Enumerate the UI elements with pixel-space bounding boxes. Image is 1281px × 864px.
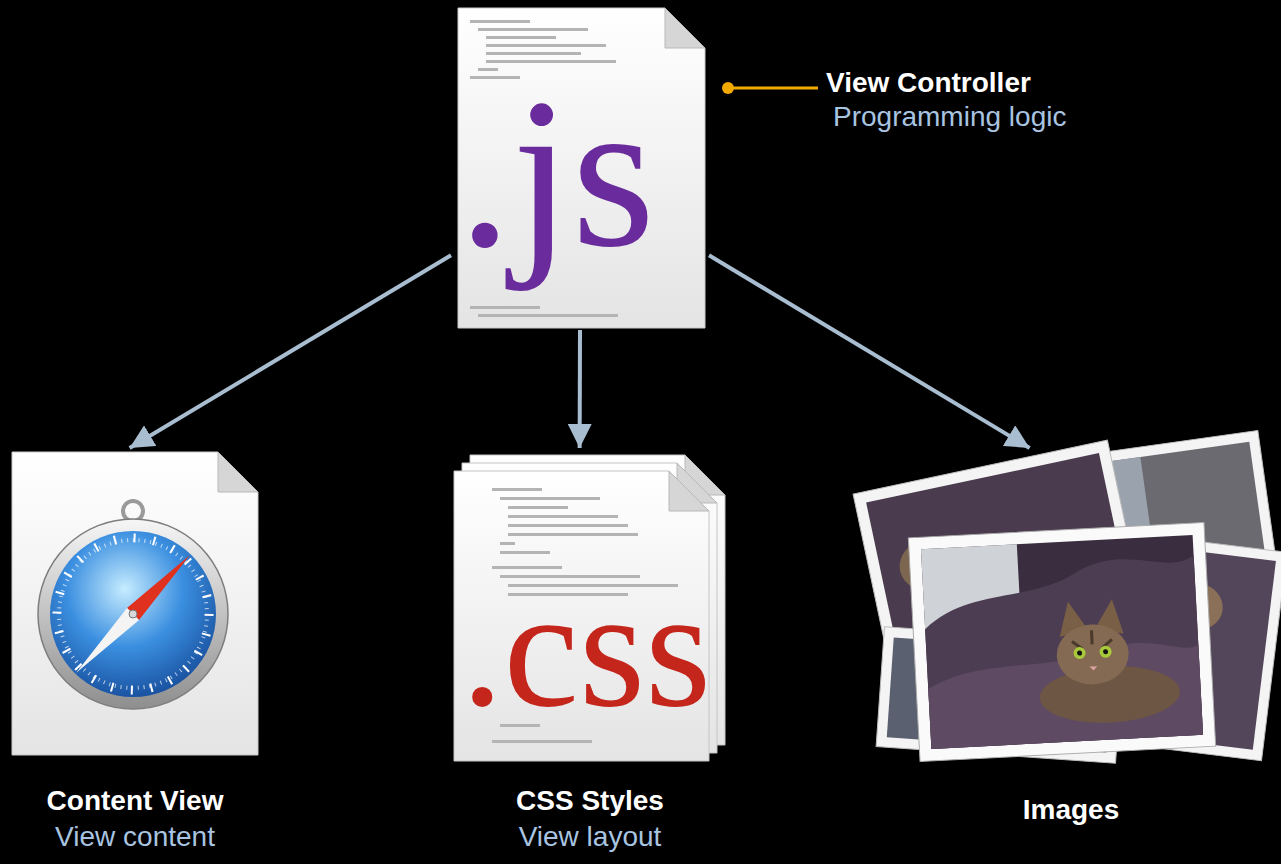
callout-title: View Controller [826,66,1066,100]
page [12,452,258,755]
arrow-connector [578,330,582,448]
photo-main [908,522,1215,761]
callout-subtitle: Programming logic [833,100,1066,134]
page-fold [218,452,258,492]
css-files: .cssCSS StylesView layout [446,448,734,858]
arrow-connector [130,255,451,448]
file-extension: .css [461,563,734,733]
callout: View ControllerProgramming logic [826,66,1066,134]
js-file: .js [451,5,709,330]
file-extension: .js [458,65,709,280]
photo-stack [853,430,1281,763]
caption-title: Images [864,793,1278,827]
caption-subtitle: View content [1,820,269,854]
content-document [12,452,258,755]
callout-leader [722,82,818,94]
caption-title: Content View [1,784,269,818]
page-fold [665,8,705,48]
caption-title: CSS Styles [446,784,734,818]
arrow-connector [709,255,1030,448]
caption-subtitle: View layout [446,820,734,854]
image-stack: Images [864,448,1278,833]
compass-icon [38,501,228,709]
content-view-file: Content ViewView content [1,448,269,858]
